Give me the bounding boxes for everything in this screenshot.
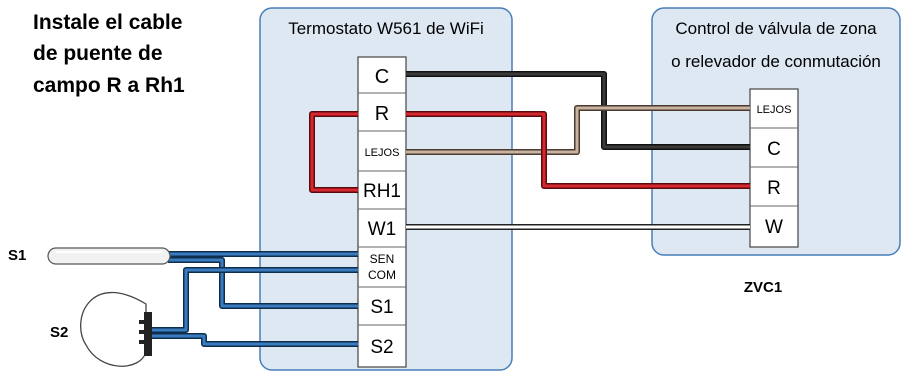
instruction-line-2: de puente de: [33, 42, 163, 65]
sensor-s2-dome-icon: [80, 291, 152, 367]
zone-control-label: ZVC1: [744, 279, 782, 296]
zone-control-terminal-block: [749, 88, 799, 248]
thermostat-title: Termostato W561 de WiFi: [288, 19, 484, 38]
sensor-s1-probe-icon: [47, 247, 171, 265]
thermostat-terminal-com: COM: [368, 268, 396, 282]
sensor-s1-label: S1: [8, 247, 26, 264]
thermostat-terminal-rh1: RH1: [363, 181, 401, 202]
sensor-s2-label: S2: [50, 324, 68, 341]
thermostat-terminal-r: R: [375, 103, 389, 125]
thermostat-terminal-s1: S1: [370, 297, 393, 318]
thermostat-terminal-s2: S2: [370, 337, 393, 358]
zone-control-title-line-1: Control de válvula de zona: [675, 19, 877, 38]
zone-terminal-c: C: [767, 139, 781, 160]
thermostat-terminal-sen: SEN: [370, 252, 395, 266]
sensor-s2-wires: [152, 267, 358, 347]
sensor-s1-wires: [168, 251, 358, 309]
zone-terminal-r: R: [767, 178, 781, 199]
wire-r-red: [406, 111, 750, 189]
thermostat-terminal-c: C: [375, 66, 389, 88]
instruction-line-3: campo R a Rh1: [33, 74, 185, 97]
thermostat-terminal-lejos: LEJOS: [365, 147, 400, 159]
wire-lejos-tan: [406, 105, 750, 155]
jumper-r-rh1: [309, 111, 358, 193]
instruction-line-1: Instale el cable: [33, 11, 182, 34]
zone-control-title-line-2: o relevador de conmutación: [671, 52, 881, 71]
zone-terminal-w: W: [765, 217, 783, 238]
zone-terminal-lejos: LEJOS: [757, 104, 792, 116]
thermostat-terminal-block: [357, 56, 407, 368]
thermostat-terminal-w1: W1: [368, 219, 397, 240]
